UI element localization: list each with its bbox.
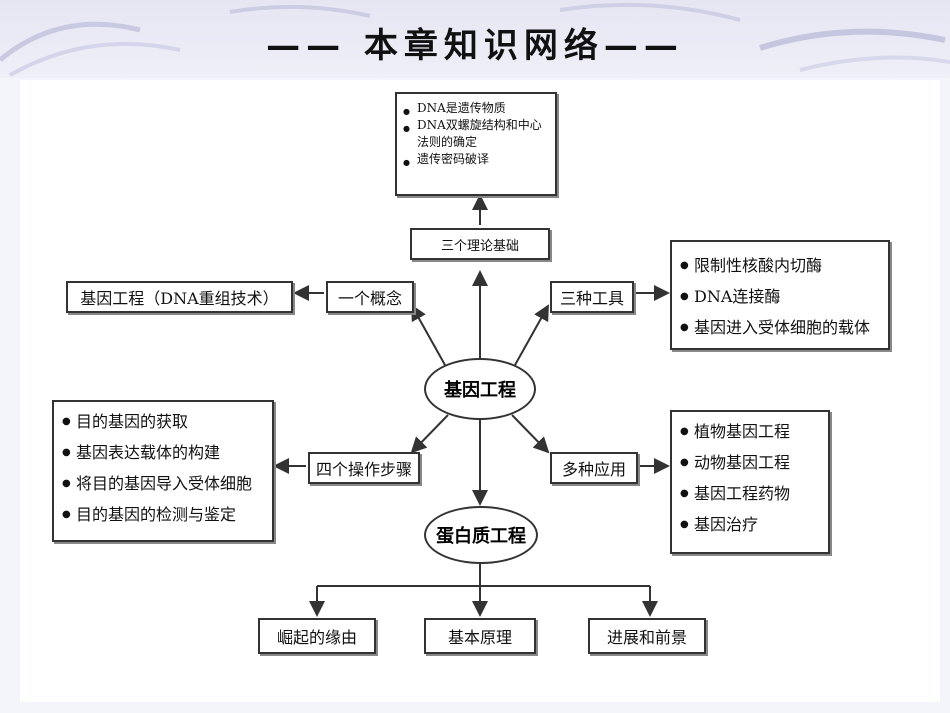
- protein-branch-box: 崛起的缘由: [258, 618, 376, 654]
- center-node: 基因工程: [424, 358, 536, 420]
- applications-item: 基因工程药物: [680, 478, 820, 509]
- tools-item: 基因进入受体细胞的载体: [680, 312, 880, 343]
- applications-item: 基因治疗: [680, 509, 820, 540]
- concept-map: DNA是遗传物质 DNA双螺旋结构和中心法则的确定 遗传密码破译 三个理论基础 …: [20, 80, 940, 702]
- applications-label-box: 多种应用: [550, 452, 638, 484]
- decorative-swirls: [0, 2, 950, 77]
- concept-definition-box: 基因工程（DNA重组技术）: [66, 281, 293, 313]
- steps-item: 将目的基因导入受体细胞: [62, 468, 264, 499]
- theory-item: DNA双螺旋结构和中心法则的确定: [403, 117, 549, 151]
- applications-item: 植物基因工程: [680, 416, 820, 447]
- applications-item: 动物基因工程: [680, 447, 820, 478]
- theory-item: DNA是遗传物质: [403, 100, 549, 120]
- theory-label-box: 三个理论基础: [410, 228, 550, 260]
- tools-item: 限制性核酸内切酶: [680, 250, 880, 281]
- tools-item: DNA连接酶: [680, 281, 880, 312]
- page-title: —— 本章知识网络——: [266, 26, 684, 66]
- steps-label-box: 四个操作步骤: [308, 452, 420, 484]
- tools-details-box: 限制性核酸内切酶 DNA连接酶 基因进入受体细胞的载体: [670, 240, 890, 350]
- steps-item: 目的基因的获取: [62, 406, 264, 437]
- steps-item: 基因表达载体的构建: [62, 437, 264, 468]
- steps-item: 目的基因的检测与鉴定: [62, 499, 264, 530]
- protein-branch-box: 基本原理: [424, 618, 536, 654]
- theory-item: 遗传密码破译: [403, 151, 549, 171]
- title-bar: —— 本章知识网络——: [0, 0, 950, 78]
- protein-engineering-node: 蛋白质工程: [424, 506, 538, 564]
- protein-branch-box: 进展和前景: [588, 618, 706, 654]
- theory-details-box: DNA是遗传物质 DNA双螺旋结构和中心法则的确定 遗传密码破译: [395, 92, 557, 196]
- connector-lines: [273, 194, 670, 617]
- concept-label-box: 一个概念: [326, 281, 414, 313]
- steps-details-box: 目的基因的获取 基因表达载体的构建 将目的基因导入受体细胞 目的基因的检测与鉴定: [52, 400, 274, 542]
- tools-label-box: 三种工具: [550, 281, 634, 313]
- applications-details-box: 植物基因工程 动物基因工程 基因工程药物 基因治疗: [670, 410, 830, 554]
